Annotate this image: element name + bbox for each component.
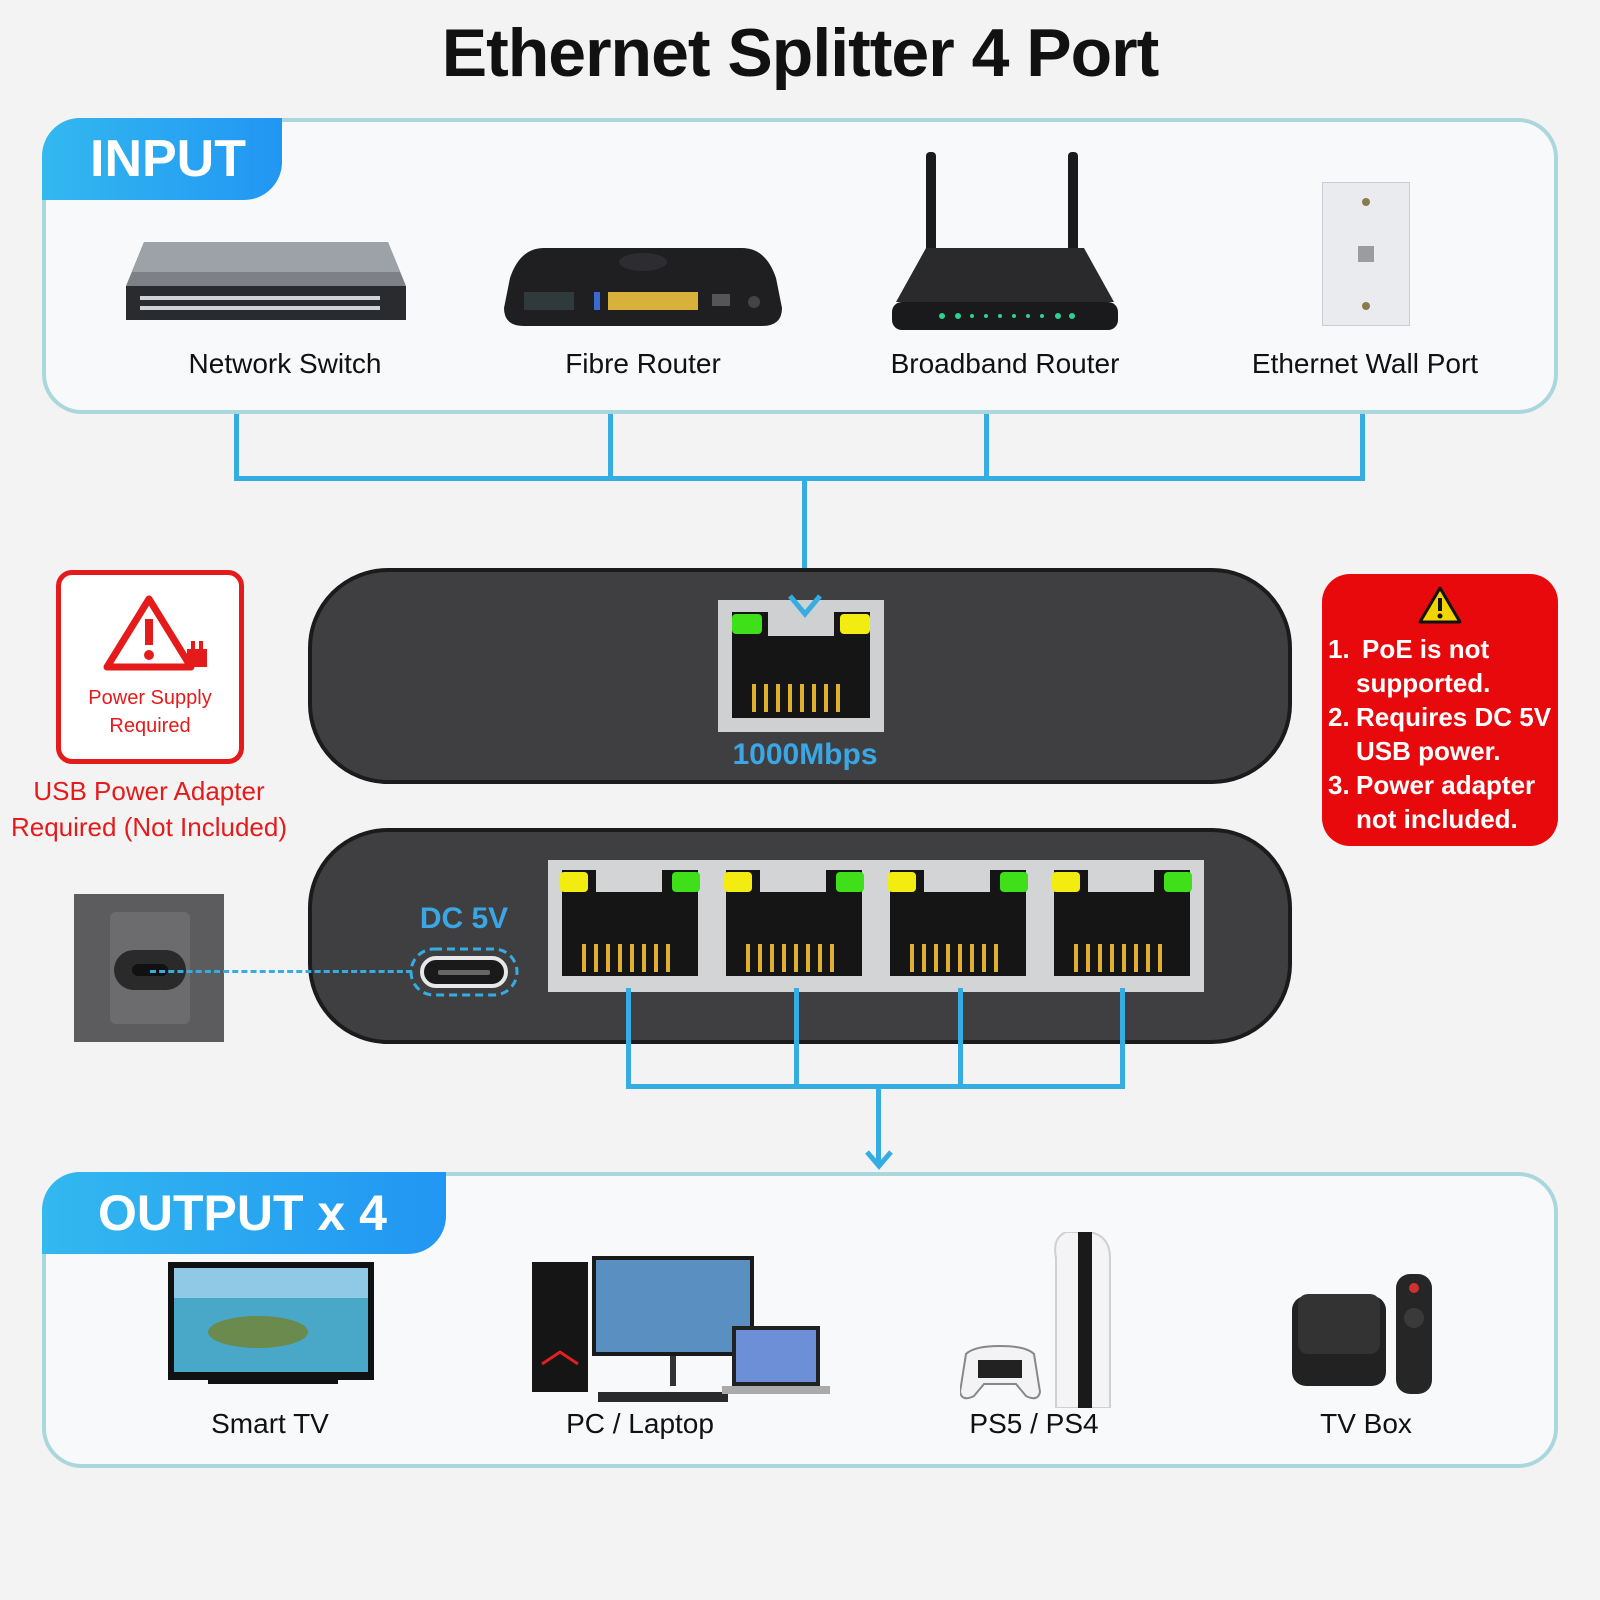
tv-box-icon (1292, 1274, 1438, 1399)
power-caption-1: USB Power Adapter (33, 776, 265, 806)
input-drop-line-3 (984, 414, 989, 480)
power-supply-text-1: Power Supply (88, 687, 212, 709)
note-3-line2: not included. (1356, 804, 1518, 834)
dc-dashed-line (150, 970, 412, 973)
dc-label: DC 5V (419, 902, 509, 935)
note-1-line2: supported. (1356, 668, 1491, 698)
note-2-line2: USB power. (1356, 736, 1501, 766)
note-2-line1: Requires DC 5V (1356, 702, 1552, 732)
output-device-label-2: PC / Laptop (566, 1408, 714, 1439)
network-switch-icon (126, 242, 406, 331)
input-device-label-1: Network Switch (188, 348, 382, 379)
speed-label: 1000Mbps (732, 738, 878, 771)
input-tab: INPUT (42, 118, 282, 200)
output-bus-line (626, 1084, 1125, 1089)
power-supply-warning-box: Power Supply Required (56, 570, 244, 764)
output-rise-line-2 (794, 988, 799, 1088)
input-drop-line-2 (608, 414, 613, 480)
output-port-4 (1040, 860, 1204, 997)
output-tab-label: OUTPUT x 4 (98, 1185, 387, 1241)
note-3-line1: Power adapter (1356, 770, 1536, 800)
game-console-icon (958, 1231, 1140, 1413)
output-trunk-line (876, 1084, 881, 1166)
notes-box: 1. PoE is not supported. 2. Requires DC … (1322, 574, 1558, 846)
note-3-num: 3. (1328, 770, 1350, 800)
ethernet-wall-port-icon (1321, 181, 1411, 331)
input-device-label-3: Broadband Router (890, 348, 1120, 379)
usb-adapter-icon (74, 894, 224, 1047)
usb-c-port-icon (408, 946, 520, 1003)
input-bus-line (234, 476, 1365, 481)
input-device-label-2: Fibre Router (565, 348, 721, 379)
note-1-num: 1. (1328, 634, 1350, 664)
input-tab-label: INPUT (90, 130, 246, 188)
output-rise-line-3 (958, 988, 963, 1088)
output-arrow-icon (864, 1148, 894, 1177)
output-device-label-4: TV Box (1320, 1408, 1412, 1439)
output-port-2 (712, 860, 876, 997)
output-device-label-3: PS5 / PS4 (969, 1408, 1099, 1439)
power-supply-text-2: Required (109, 715, 191, 737)
input-drop-line-4 (1360, 414, 1365, 480)
warning-plug-icon (103, 595, 213, 680)
pc-laptop-icon (532, 1256, 832, 1411)
output-port-3 (876, 860, 1040, 997)
output-port-1 (548, 860, 712, 997)
input-drop-line-1 (234, 414, 239, 480)
page-title: Ethernet Splitter 4 Port (441, 15, 1160, 91)
output-rise-line-4 (1120, 988, 1125, 1088)
smart-tv-icon (168, 1262, 374, 1397)
output-tab: OUTPUT x 4 (42, 1172, 446, 1254)
warning-triangle-icon (1418, 586, 1462, 631)
note-2-num: 2. (1328, 702, 1350, 732)
input-trunk-line (802, 476, 807, 612)
output-device-label-1: Smart TV (211, 1408, 329, 1439)
input-rj45-port (718, 600, 884, 737)
note-1-line1: PoE is not (1362, 634, 1490, 664)
output-rise-line-1 (626, 988, 631, 1088)
broadband-router-icon (892, 152, 1118, 339)
power-caption-2: Required (Not Included) (10, 812, 288, 842)
input-arrow-icon (786, 590, 824, 625)
fibre-router-icon (504, 248, 782, 331)
input-device-label-4: Ethernet Wall Port (1251, 348, 1479, 379)
